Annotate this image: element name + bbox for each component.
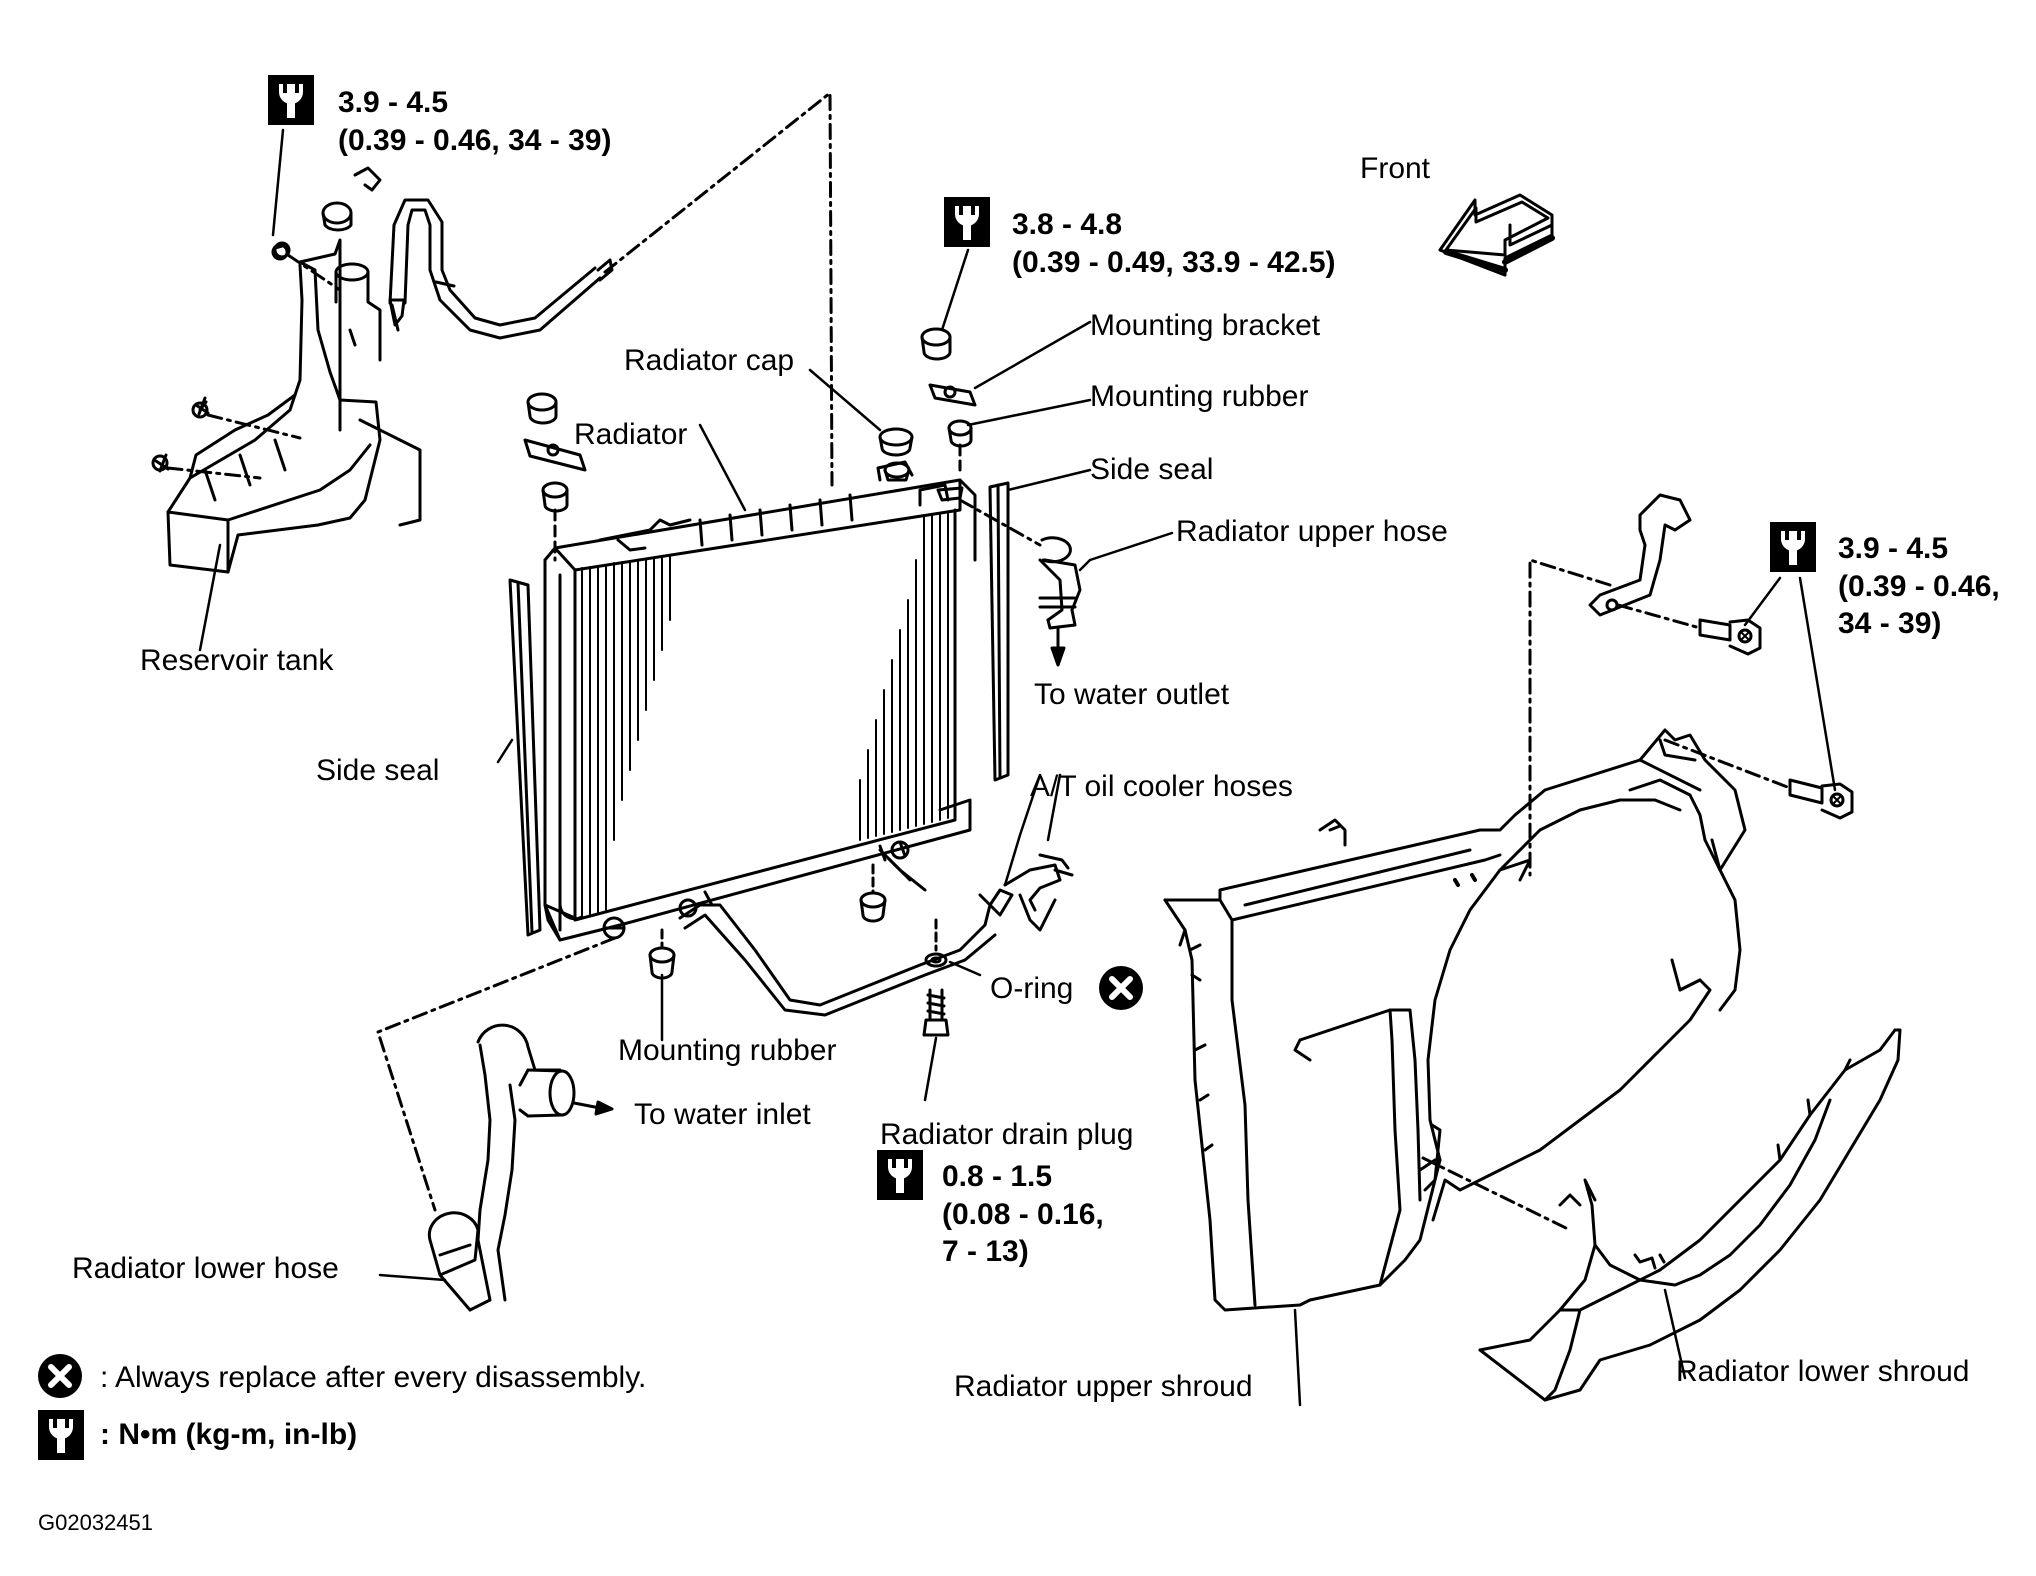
legend-replace-text: : Always replace after every disassembly…	[100, 1361, 647, 1394]
leader-lines	[198, 128, 1837, 1407]
torque-wrench-icon	[944, 197, 990, 247]
bottom-mounts	[602, 840, 910, 980]
radiator-upper-hose-drawing	[1038, 536, 1082, 667]
replace-x-icon	[1099, 966, 1143, 1010]
torque-wrench-icon	[1770, 522, 1816, 572]
radiator-drain-plug-label: Radiator drain plug	[880, 1118, 1134, 1151]
reservoir-tank-label: Reservoir tank	[140, 644, 334, 677]
radiator-drain-plug-drawing	[922, 918, 950, 1037]
shroud-bolt-upper	[1698, 618, 1762, 656]
mounting-rubber-top-label: Mounting rubber	[1090, 380, 1309, 413]
to-water-outlet-label: To water outlet	[1034, 678, 1230, 711]
radiator-fins	[581, 511, 949, 919]
legend-units-text: : N•m (kg-m, in-lb)	[100, 1418, 358, 1451]
torque-spec-shroud: 3.9 - 4.5 (0.39 - 0.46, 34 - 39)	[1838, 530, 2000, 643]
replace-x-icon	[38, 1354, 82, 1398]
reservoir-dash-lines	[166, 91, 834, 487]
radiator-upper-shroud-drawing	[1163, 728, 1747, 1312]
lower-hose-dash	[376, 936, 617, 1212]
torque-value-alt2: 7 - 13)	[942, 1235, 1029, 1268]
torque-value: 3.8 - 4.8	[1012, 208, 1123, 241]
oil-cooler-hoses-drawing	[678, 848, 1074, 1017]
radiator-upper-hose-label: Radiator upper hose	[1176, 515, 1448, 548]
radiator-lower-hose-drawing	[427, 1023, 614, 1312]
torque-wrench-icon	[38, 1410, 84, 1460]
radiator-cap-drawing	[878, 427, 914, 482]
radiator-lower-hose-label: Radiator lower hose	[72, 1252, 339, 1285]
side-seal-right	[988, 481, 1010, 782]
torque-wrench-icon	[877, 1150, 923, 1200]
radiator-drawing	[543, 460, 977, 942]
torque-wrench-icon	[268, 75, 314, 125]
side-seal-left	[508, 578, 542, 937]
top-mount-left	[523, 392, 587, 562]
radiator-cap-label: Radiator cap	[624, 344, 795, 377]
shroud-bolt-lower	[1788, 778, 1854, 820]
front-arrow-icon	[1438, 193, 1555, 277]
mounting-bracket-label: Mounting bracket	[1090, 309, 1321, 342]
mounting-rubber-bottom-label: Mounting rubber	[618, 1034, 837, 1067]
radiator-label: Radiator	[574, 418, 688, 451]
upper-hose-dash	[958, 498, 1042, 547]
torque-spec-bracket: 3.8 - 4.8 (0.39 - 0.49, 33.9 - 42.5)	[1012, 206, 1336, 281]
radiator-upper-shroud-label: Radiator upper shroud	[954, 1370, 1253, 1403]
torque-spec-drain-plug: 0.8 - 1.5 (0.08 - 0.16, 7 - 13)	[942, 1158, 1104, 1271]
radiator-lower-shroud-drawing	[1478, 1028, 1902, 1402]
reservoir-tank-drawing	[151, 166, 614, 574]
radiator-lower-shroud-label: Radiator lower shroud	[1676, 1355, 1970, 1388]
torque-value-alt: (0.39 - 0.49, 33.9 - 42.5)	[1012, 245, 1336, 279]
side-seal-right-label: Side seal	[1090, 453, 1214, 486]
torque-spec-reservoir: 3.9 - 4.5 (0.39 - 0.46, 34 - 39)	[338, 84, 612, 159]
torque-value-alt2: 34 - 39)	[1838, 607, 1942, 640]
torque-value: 3.9 - 4.5	[1838, 532, 1949, 565]
shroud-dash-lines	[1421, 558, 1792, 1232]
to-water-inlet-label: To water inlet	[634, 1098, 811, 1131]
torque-value: 0.8 - 1.5	[942, 1160, 1053, 1193]
front-label: Front	[1360, 152, 1431, 185]
torque-value-alt: (0.39 - 0.46, 34 - 39)	[338, 123, 612, 157]
top-mount-right	[920, 327, 977, 502]
o-ring-label: O-ring	[990, 972, 1074, 1005]
torque-value-alt: (0.08 - 0.16,	[942, 1197, 1104, 1231]
side-seal-left-label: Side seal	[316, 754, 440, 787]
torque-value: 3.9 - 4.5	[338, 86, 449, 119]
shroud-upper-bracket	[1588, 493, 1692, 617]
at-oil-cooler-hoses-label: A/T oil cooler hoses	[1030, 770, 1293, 803]
torque-value-alt: (0.39 - 0.46,	[1838, 569, 2000, 603]
figure-code: G02032451	[38, 1510, 153, 1535]
